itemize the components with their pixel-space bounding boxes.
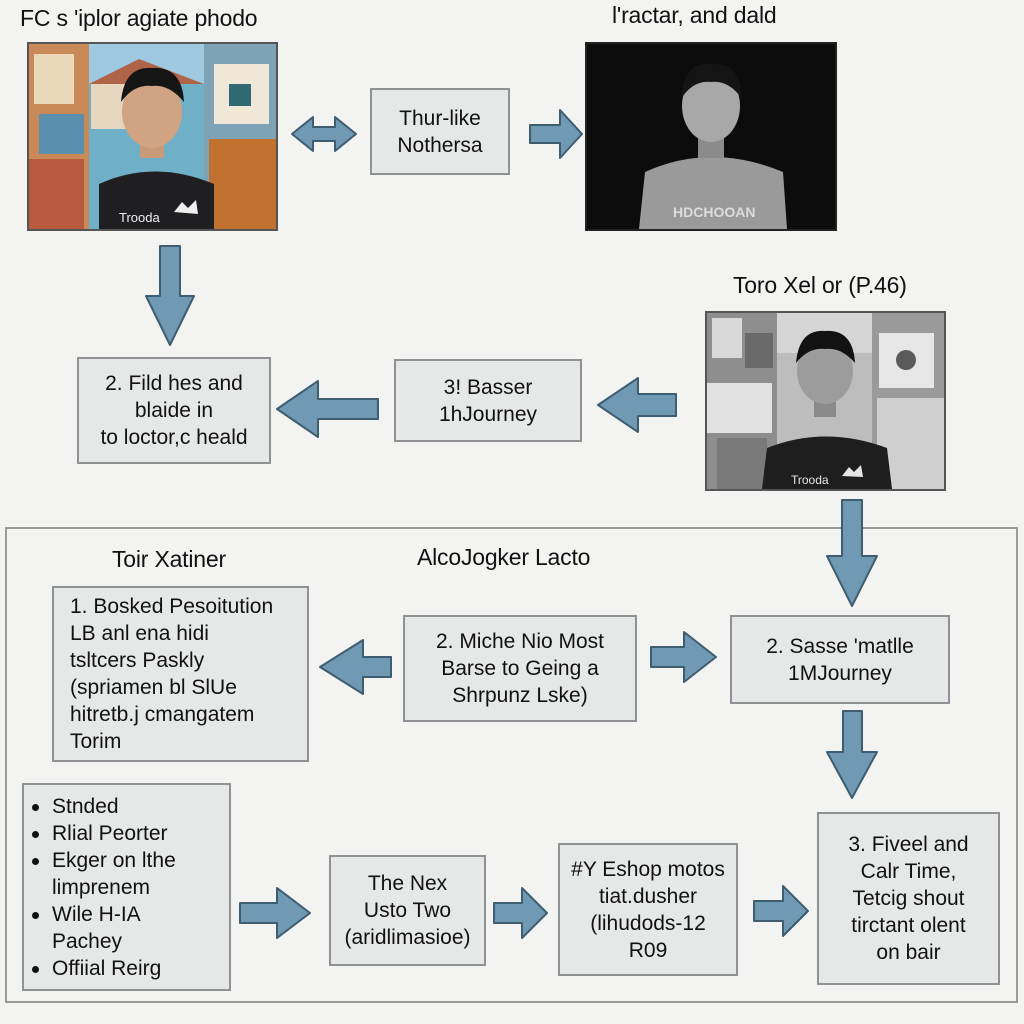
double-arrow-icon: [291, 116, 357, 152]
box-bullets: Stnded Rlial Peorter Ekger on lthe limpr…: [22, 783, 231, 991]
box-find-hes: 2. Fild hes and blaide in to loctor,c he…: [77, 357, 271, 464]
box-fiveel: 3. Fiveel and Calr Time, Tetcig shout ti…: [817, 812, 1000, 985]
arrow-down-icon: [826, 710, 878, 799]
box-fiveel-line-1: 3. Fiveel and: [848, 833, 969, 856]
box-next-line-1: The Nex: [367, 872, 448, 895]
box-find-hes-line-2: blaide in: [134, 399, 214, 422]
box-bosked-line-5: hitretb.j cmangatem: [70, 703, 255, 726]
box-bosked: 1. Bosked Pesoitution LB anl ena hidi ts…: [52, 586, 309, 762]
box-miche-line-1: 2. Miche Nio Most: [435, 630, 605, 653]
title-section-center: AlcoJogker Lacto: [417, 544, 591, 570]
box-bosked-line-1: 1. Bosked Pesoitution: [70, 595, 274, 618]
box-bosked-line-6: Torim: [70, 730, 122, 753]
title-top-right: l'ractar, and dald: [612, 2, 777, 28]
bullet-item-1: Stnded: [26, 793, 229, 820]
shirt-logo-text: Trooda: [119, 210, 160, 225]
box-sasse-line-1: 2. Sasse 'matlle: [766, 634, 914, 658]
box-miche: 2. Miche Nio Most Barse to Geing a Shrpu…: [403, 615, 637, 722]
box-basser: 3! Basser 1hJourney: [394, 359, 582, 442]
title-top-left: FC s 'iplor agiate phodo: [20, 5, 258, 31]
arrow-right-icon: [239, 887, 311, 939]
lower-section-frame: [5, 527, 1018, 1003]
box-basser-line-1: 3! Basser: [443, 375, 533, 399]
bullet-item-3: Ekger on lthe: [26, 847, 229, 874]
box-basser-line-2: 1hJourney: [438, 402, 538, 426]
box-next: The Nex Usto Two (aridlimasioe): [329, 855, 486, 966]
box-thur-like-line-2: Nothersa: [397, 133, 483, 157]
box-thur-like-line-1: Thur-like: [399, 106, 481, 130]
box-miche-line-2: Barse to Geing a: [441, 657, 599, 680]
bullet-list: Stnded Rlial Peorter Ekger on lthe limpr…: [26, 793, 229, 982]
box-find-hes-line-3: to loctor,c heald: [100, 426, 248, 449]
box-fiveel-line-5: on bair: [876, 941, 941, 964]
box-eshop-line-2: tiat.dusher: [598, 884, 698, 908]
box-thur-like: Thur-like Nothersa: [370, 88, 510, 175]
arrow-left-icon: [276, 380, 379, 438]
box-miche-line-3: Shrpunz Lske): [452, 684, 588, 707]
grayscale-portrait-photo: Trooda: [705, 311, 946, 491]
arrow-left-icon: [319, 639, 392, 695]
box-sasse: 2. Sasse 'matlle 1MJourney: [730, 615, 950, 704]
arrow-left-icon: [597, 377, 677, 433]
box-find-hes-line-1: 2. Fild hes and: [105, 372, 243, 395]
bullet-item-2: Rlial Peorter: [26, 820, 229, 847]
bw-portrait-photo: HDCHOOAN: [585, 42, 837, 231]
box-bosked-line-4: (spriamen bl SlUe: [70, 676, 237, 699]
shirt-logo-text-gray: Trooda: [791, 473, 829, 487]
arrow-down-icon: [145, 245, 195, 346]
arrow-right-icon: [650, 631, 717, 683]
box-eshop: #Y Eshop motos tiat.dusher (lihudods-12 …: [558, 843, 738, 976]
arrow-right-icon: [753, 885, 809, 937]
box-eshop-line-4: R09: [628, 938, 668, 962]
bullet-item-6: Pachey: [52, 929, 123, 953]
box-next-line-3: (aridlimasioe): [344, 926, 471, 949]
color-portrait-photo: Trooda: [27, 42, 278, 231]
bullet-item-7: Offiial Reirg: [26, 955, 229, 982]
box-bosked-line-2: LB anl ena hidi: [70, 622, 209, 645]
box-next-line-2: Usto Two: [363, 899, 452, 922]
arrow-right-icon: [529, 109, 583, 159]
bullet-item-4: limprenem: [52, 875, 151, 899]
bullet-item-5: Wile H-IA: [26, 901, 229, 928]
title-mid-right: Toro Xel or (P.46): [733, 272, 907, 298]
box-eshop-line-3: (lihudods-12: [590, 911, 706, 935]
title-section-left: Toir Xatiner: [112, 546, 226, 572]
box-bosked-line-3: tsltcers Paskly: [70, 649, 205, 672]
box-fiveel-line-3: Tetcig shout: [852, 887, 965, 910]
arrow-down-icon: [826, 499, 878, 607]
box-fiveel-line-2: Calr Time,: [860, 860, 957, 883]
box-fiveel-line-4: tirctant olent: [851, 914, 966, 937]
shirt-logo-text-bw: HDCHOOAN: [673, 204, 755, 220]
arrow-right-icon: [493, 887, 548, 939]
box-sasse-line-2: 1MJourney: [788, 661, 892, 685]
box-eshop-line-1: #Y Eshop motos: [571, 857, 725, 881]
